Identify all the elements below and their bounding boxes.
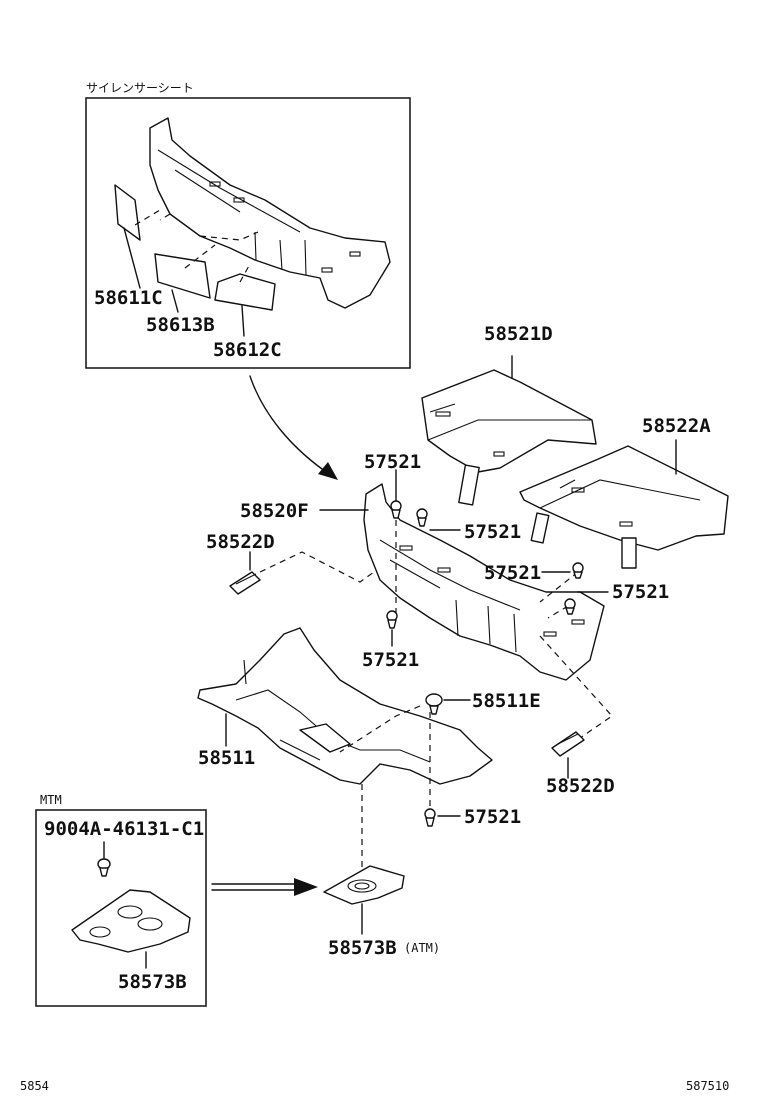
fastener-57521-e: 57521 bbox=[362, 610, 419, 671]
callout-58573B-atm: 58573B bbox=[328, 937, 397, 959]
callout-58522D-right: 58522D bbox=[546, 775, 615, 797]
part-58520F: 58520F bbox=[240, 483, 605, 681]
callout-58612C: 58612C bbox=[213, 339, 282, 361]
callout-58511: 58511 bbox=[198, 747, 255, 769]
pad-58613B bbox=[154, 253, 211, 299]
inset-arrow bbox=[249, 375, 338, 480]
assembly-lines bbox=[259, 520, 613, 878]
plate-58573B-mtm bbox=[71, 889, 191, 953]
callout-58522D-left: 58522D bbox=[206, 531, 275, 553]
inset-title: サイレンサーシート bbox=[86, 81, 194, 95]
callout-58521D: 58521D bbox=[484, 323, 553, 345]
footer-right: 587510 bbox=[686, 1079, 729, 1093]
callout-57521-f: 57521 bbox=[464, 806, 521, 828]
plate-58573B-atm: 58573B (ATM) bbox=[323, 865, 440, 959]
clip-58522D-right: 58522D bbox=[546, 731, 615, 797]
callout-58573B-mtm: 58573B bbox=[118, 971, 187, 993]
callout-57521-a: 57521 bbox=[364, 451, 421, 473]
callout-58522A: 58522A bbox=[642, 415, 711, 437]
fastener-57521-c: 57521 bbox=[484, 562, 584, 584]
silencer-sheet-inset: サイレンサーシート 58611C 58613B 58612C bbox=[85, 81, 411, 369]
pad-58611C bbox=[114, 184, 141, 241]
atm-suffix: (ATM) bbox=[404, 941, 440, 955]
part-58511: 58511 bbox=[197, 627, 493, 785]
fastener-57521-a: 57521 bbox=[364, 451, 421, 519]
callout-57521-b: 57521 bbox=[464, 521, 521, 543]
callout-9004A: 9004A-46131-C1 bbox=[44, 818, 204, 840]
mtm-to-atm-arrow bbox=[211, 878, 318, 896]
callout-58511E: 58511E bbox=[472, 690, 541, 712]
part-58522A: 58522A bbox=[519, 415, 729, 569]
mtm-frame bbox=[35, 809, 207, 1007]
pad-58612C bbox=[214, 273, 276, 311]
fastener-57521-d: 57521 bbox=[564, 581, 669, 615]
mtm-inset: MTM 9004A-46131-C1 58573B bbox=[35, 793, 207, 1007]
callout-58613B: 58613B bbox=[146, 314, 215, 336]
part-58521D: 58521D bbox=[421, 323, 597, 506]
fastener-57521-f: 57521 bbox=[424, 806, 521, 828]
callout-57521-c: 57521 bbox=[484, 562, 541, 584]
clip-58522D-left: 58522D bbox=[206, 531, 275, 595]
fastener-57521-b: 57521 bbox=[416, 508, 521, 543]
callout-58611C: 58611C bbox=[94, 287, 163, 309]
inset-frame bbox=[85, 97, 411, 369]
callout-58520F: 58520F bbox=[240, 500, 309, 522]
footer-left: 5854 bbox=[20, 1079, 49, 1093]
callout-57521-e: 57521 bbox=[362, 649, 419, 671]
mtm-label: MTM bbox=[40, 793, 62, 807]
fastener-58511E: 58511E bbox=[425, 690, 541, 715]
callout-57521-d: 57521 bbox=[612, 581, 669, 603]
silencer-sheet-main bbox=[149, 117, 391, 309]
